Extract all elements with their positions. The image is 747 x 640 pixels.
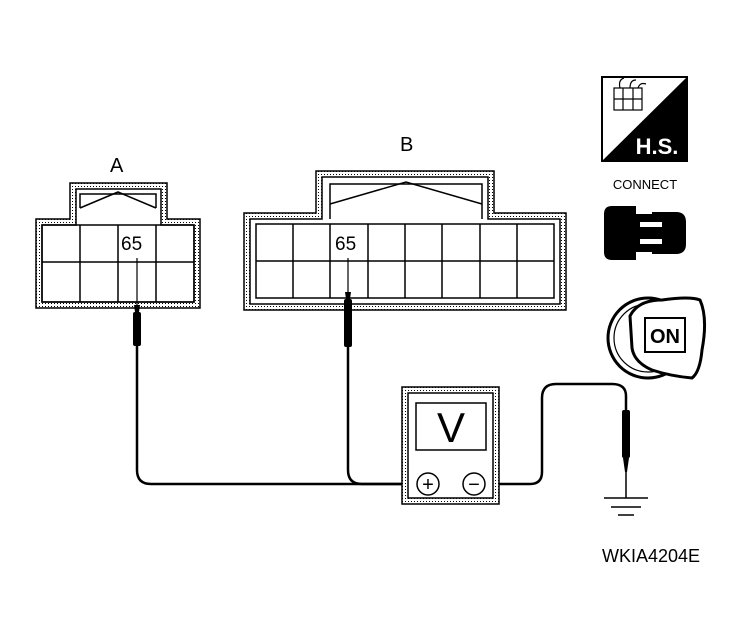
connector-a-label: A bbox=[110, 155, 124, 177]
positive-terminal bbox=[416, 472, 440, 496]
connector-b: B 65 bbox=[243, 134, 567, 311]
connector-a-pin-label: 65 bbox=[121, 234, 142, 255]
meter-unit-label: V bbox=[437, 404, 465, 451]
connector-b-label: B bbox=[400, 134, 413, 156]
positive-terminal-label: + bbox=[422, 474, 434, 496]
connector-b-pin-label: 65 bbox=[335, 234, 356, 255]
figure-code: WKIA4204E bbox=[602, 546, 700, 566]
probe-b bbox=[344, 258, 352, 347]
harness-side-icon: H.S. bbox=[601, 76, 688, 162]
ground-symbol bbox=[604, 472, 648, 516]
probe-a bbox=[133, 258, 141, 346]
probe-ground bbox=[622, 394, 630, 472]
hs-label: H.S. bbox=[636, 134, 679, 159]
voltmeter: V + − bbox=[401, 386, 500, 505]
on-label: ON bbox=[650, 326, 680, 348]
meter-display bbox=[415, 402, 487, 451]
negative-terminal-label: − bbox=[468, 474, 480, 496]
test-leads bbox=[135, 346, 628, 486]
ignition-on-icon: ON bbox=[606, 296, 707, 380]
connector-a: A 65 bbox=[35, 155, 201, 309]
connect-icon: CONNECT bbox=[604, 177, 686, 260]
negative-terminal bbox=[462, 472, 486, 496]
connect-label: CONNECT bbox=[613, 177, 677, 192]
